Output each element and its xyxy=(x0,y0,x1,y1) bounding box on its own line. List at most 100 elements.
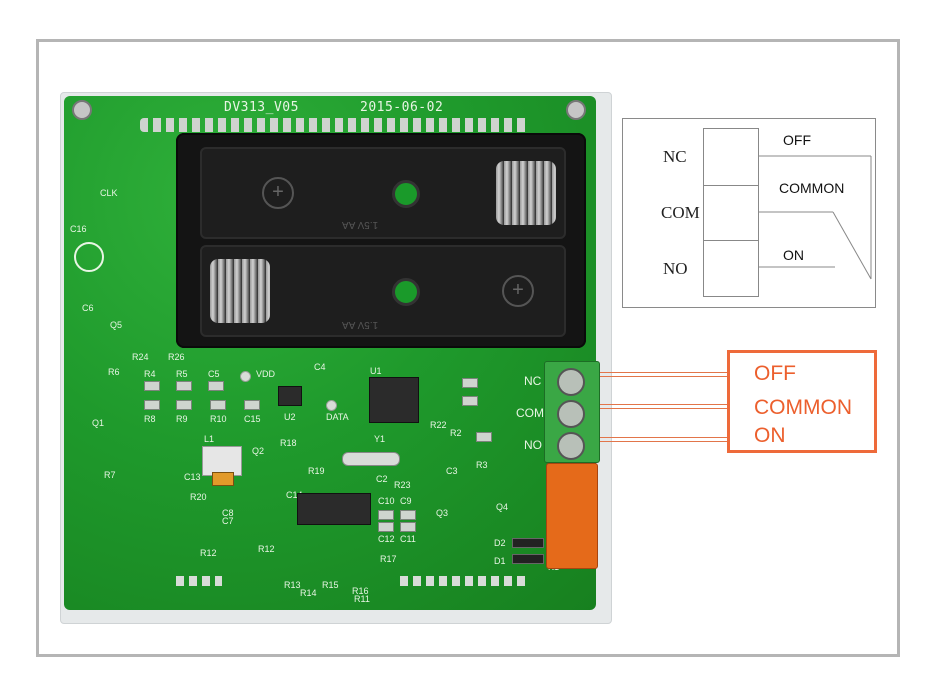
silk-label-u2: U2 xyxy=(284,412,296,422)
silk-label-r19: R19 xyxy=(308,466,325,476)
terminal-screw-com-icon xyxy=(557,400,585,428)
battery-slot-top: + 1.5V AA xyxy=(200,147,566,239)
plus-terminal-icon: + xyxy=(262,177,294,209)
board-date-label: 2015-06-02 xyxy=(360,100,444,115)
silk-label-r20: R20 xyxy=(190,492,207,502)
silk-label-no: NO xyxy=(524,438,542,452)
callout-text-common: COMMON xyxy=(754,396,852,419)
silk-label-r10: R10 xyxy=(210,414,227,424)
silk-label-r15: R15 xyxy=(322,580,339,590)
silk-label-q2: Q2 xyxy=(252,446,265,456)
diagram-text-on: ON xyxy=(783,247,804,263)
silk-label-r14: R14 xyxy=(300,588,317,598)
diagram-label-no: NO xyxy=(663,259,688,278)
smd-resistor xyxy=(210,400,226,410)
crystal-y1 xyxy=(342,452,400,466)
diode-d2 xyxy=(512,538,544,548)
silk-label-r23: R23 xyxy=(394,480,411,490)
silk-label-c4: C4 xyxy=(314,362,326,372)
terminal-callout-box: OFF COMMON ON xyxy=(727,350,877,453)
silk-label-r24: R24 xyxy=(132,352,149,362)
battery-slot-text: 1.5V AA xyxy=(342,319,379,330)
silk-label-r6: R6 xyxy=(108,367,120,377)
silk-label-d1: D1 xyxy=(494,556,506,566)
silk-label-c9: C9 xyxy=(400,496,412,506)
diagram-divider xyxy=(703,240,758,241)
bottom-pads-right xyxy=(400,576,526,586)
smd-resistor xyxy=(176,400,192,410)
diagram-switch-lines xyxy=(758,155,872,280)
silk-label-c6: C6 xyxy=(82,303,94,313)
smd-capacitor xyxy=(378,522,394,532)
silk-label-r13: R13 xyxy=(284,580,301,590)
chip-u2 xyxy=(278,386,302,406)
silk-label-r12b: R12 xyxy=(258,544,275,554)
silk-label-c11: C11 xyxy=(400,534,416,544)
battery-slot-hole xyxy=(392,278,420,306)
bottom-pads-left xyxy=(176,576,222,586)
chip-soic xyxy=(297,493,371,525)
silk-label-y1: Y1 xyxy=(374,434,386,444)
silk-label-c2: C2 xyxy=(376,474,388,484)
smd-capacitor xyxy=(208,381,224,391)
smd-capacitor xyxy=(400,510,416,520)
silk-label-c14: C14 xyxy=(286,490,303,500)
smd-resistor xyxy=(144,381,160,391)
capacitor-c16 xyxy=(74,242,104,272)
callout-text-on: ON xyxy=(754,424,786,447)
silk-label-r22: R22 xyxy=(430,420,447,430)
callout-line-on xyxy=(600,437,727,438)
silk-label-r18: R18 xyxy=(280,438,297,448)
terminal-screw-nc-icon xyxy=(557,368,585,396)
silk-label-c15: C15 xyxy=(244,414,261,424)
battery-slot-text: 1.5V AA xyxy=(342,219,379,230)
battery-slot-bottom: + 1.5V AA xyxy=(200,245,566,337)
silk-label-l1: L1 xyxy=(204,434,215,444)
silk-label-r12: R12 xyxy=(200,548,217,558)
battery-slot-hole xyxy=(392,180,420,208)
microcontroller-chip xyxy=(369,377,419,423)
silk-label-r5: R5 xyxy=(176,369,188,379)
callout-line-off xyxy=(600,376,727,377)
smd-resistor xyxy=(462,378,478,388)
test-pad-vdd xyxy=(240,371,251,382)
silk-label-r9: R9 xyxy=(176,414,188,424)
smd-resistor xyxy=(144,400,160,410)
silk-label-r16: R16 xyxy=(352,586,369,596)
silk-label-nc: NC xyxy=(524,374,542,388)
terminal-screw-no-icon xyxy=(557,432,585,460)
silk-label-r8: R8 xyxy=(144,414,156,424)
board-model-label: DV313_V05 xyxy=(224,100,299,115)
mounting-screw-icon xyxy=(566,100,586,120)
battery-spring-icon xyxy=(496,161,556,225)
diode-d1 xyxy=(512,554,544,564)
silk-label-r2: R2 xyxy=(450,428,462,438)
silk-label-q1: Q1 xyxy=(92,418,105,428)
silk-label-c16: C16 xyxy=(70,224,87,234)
plus-terminal-icon: + xyxy=(502,275,534,307)
diagram-label-com: COM xyxy=(661,203,700,222)
silk-label-q3: Q3 xyxy=(436,508,449,518)
battery-spring-icon xyxy=(210,259,270,323)
silk-label-vdd: VDD xyxy=(256,369,276,379)
mounting-screw-icon xyxy=(72,100,92,120)
silk-label-clk: CLK xyxy=(100,188,118,198)
silk-label-q4: Q4 xyxy=(496,502,509,512)
silk-label-c5: C5 xyxy=(208,369,220,379)
diagram-text-off: OFF xyxy=(783,132,811,148)
smd-capacitor xyxy=(244,400,260,410)
callout-line-off xyxy=(600,372,727,373)
silk-label-c13: C13 xyxy=(184,472,201,482)
terminal-block xyxy=(544,361,600,463)
silk-label-c12: C12 xyxy=(378,534,395,544)
smd-capacitor xyxy=(378,510,394,520)
silk-label-r11: R11 xyxy=(354,594,370,604)
relay-k1 xyxy=(546,463,598,569)
diagram-label-nc: NC xyxy=(663,147,687,166)
relay-diagram: NC COM NO OFF COMMON ON xyxy=(622,118,876,308)
silk-label-r17: R17 xyxy=(380,554,397,564)
battery-holder: + 1.5V AA + 1.5V AA xyxy=(176,133,586,348)
smd-capacitor xyxy=(400,522,416,532)
callout-text-off: OFF xyxy=(754,362,796,385)
silk-label-r26: R26 xyxy=(168,352,185,362)
